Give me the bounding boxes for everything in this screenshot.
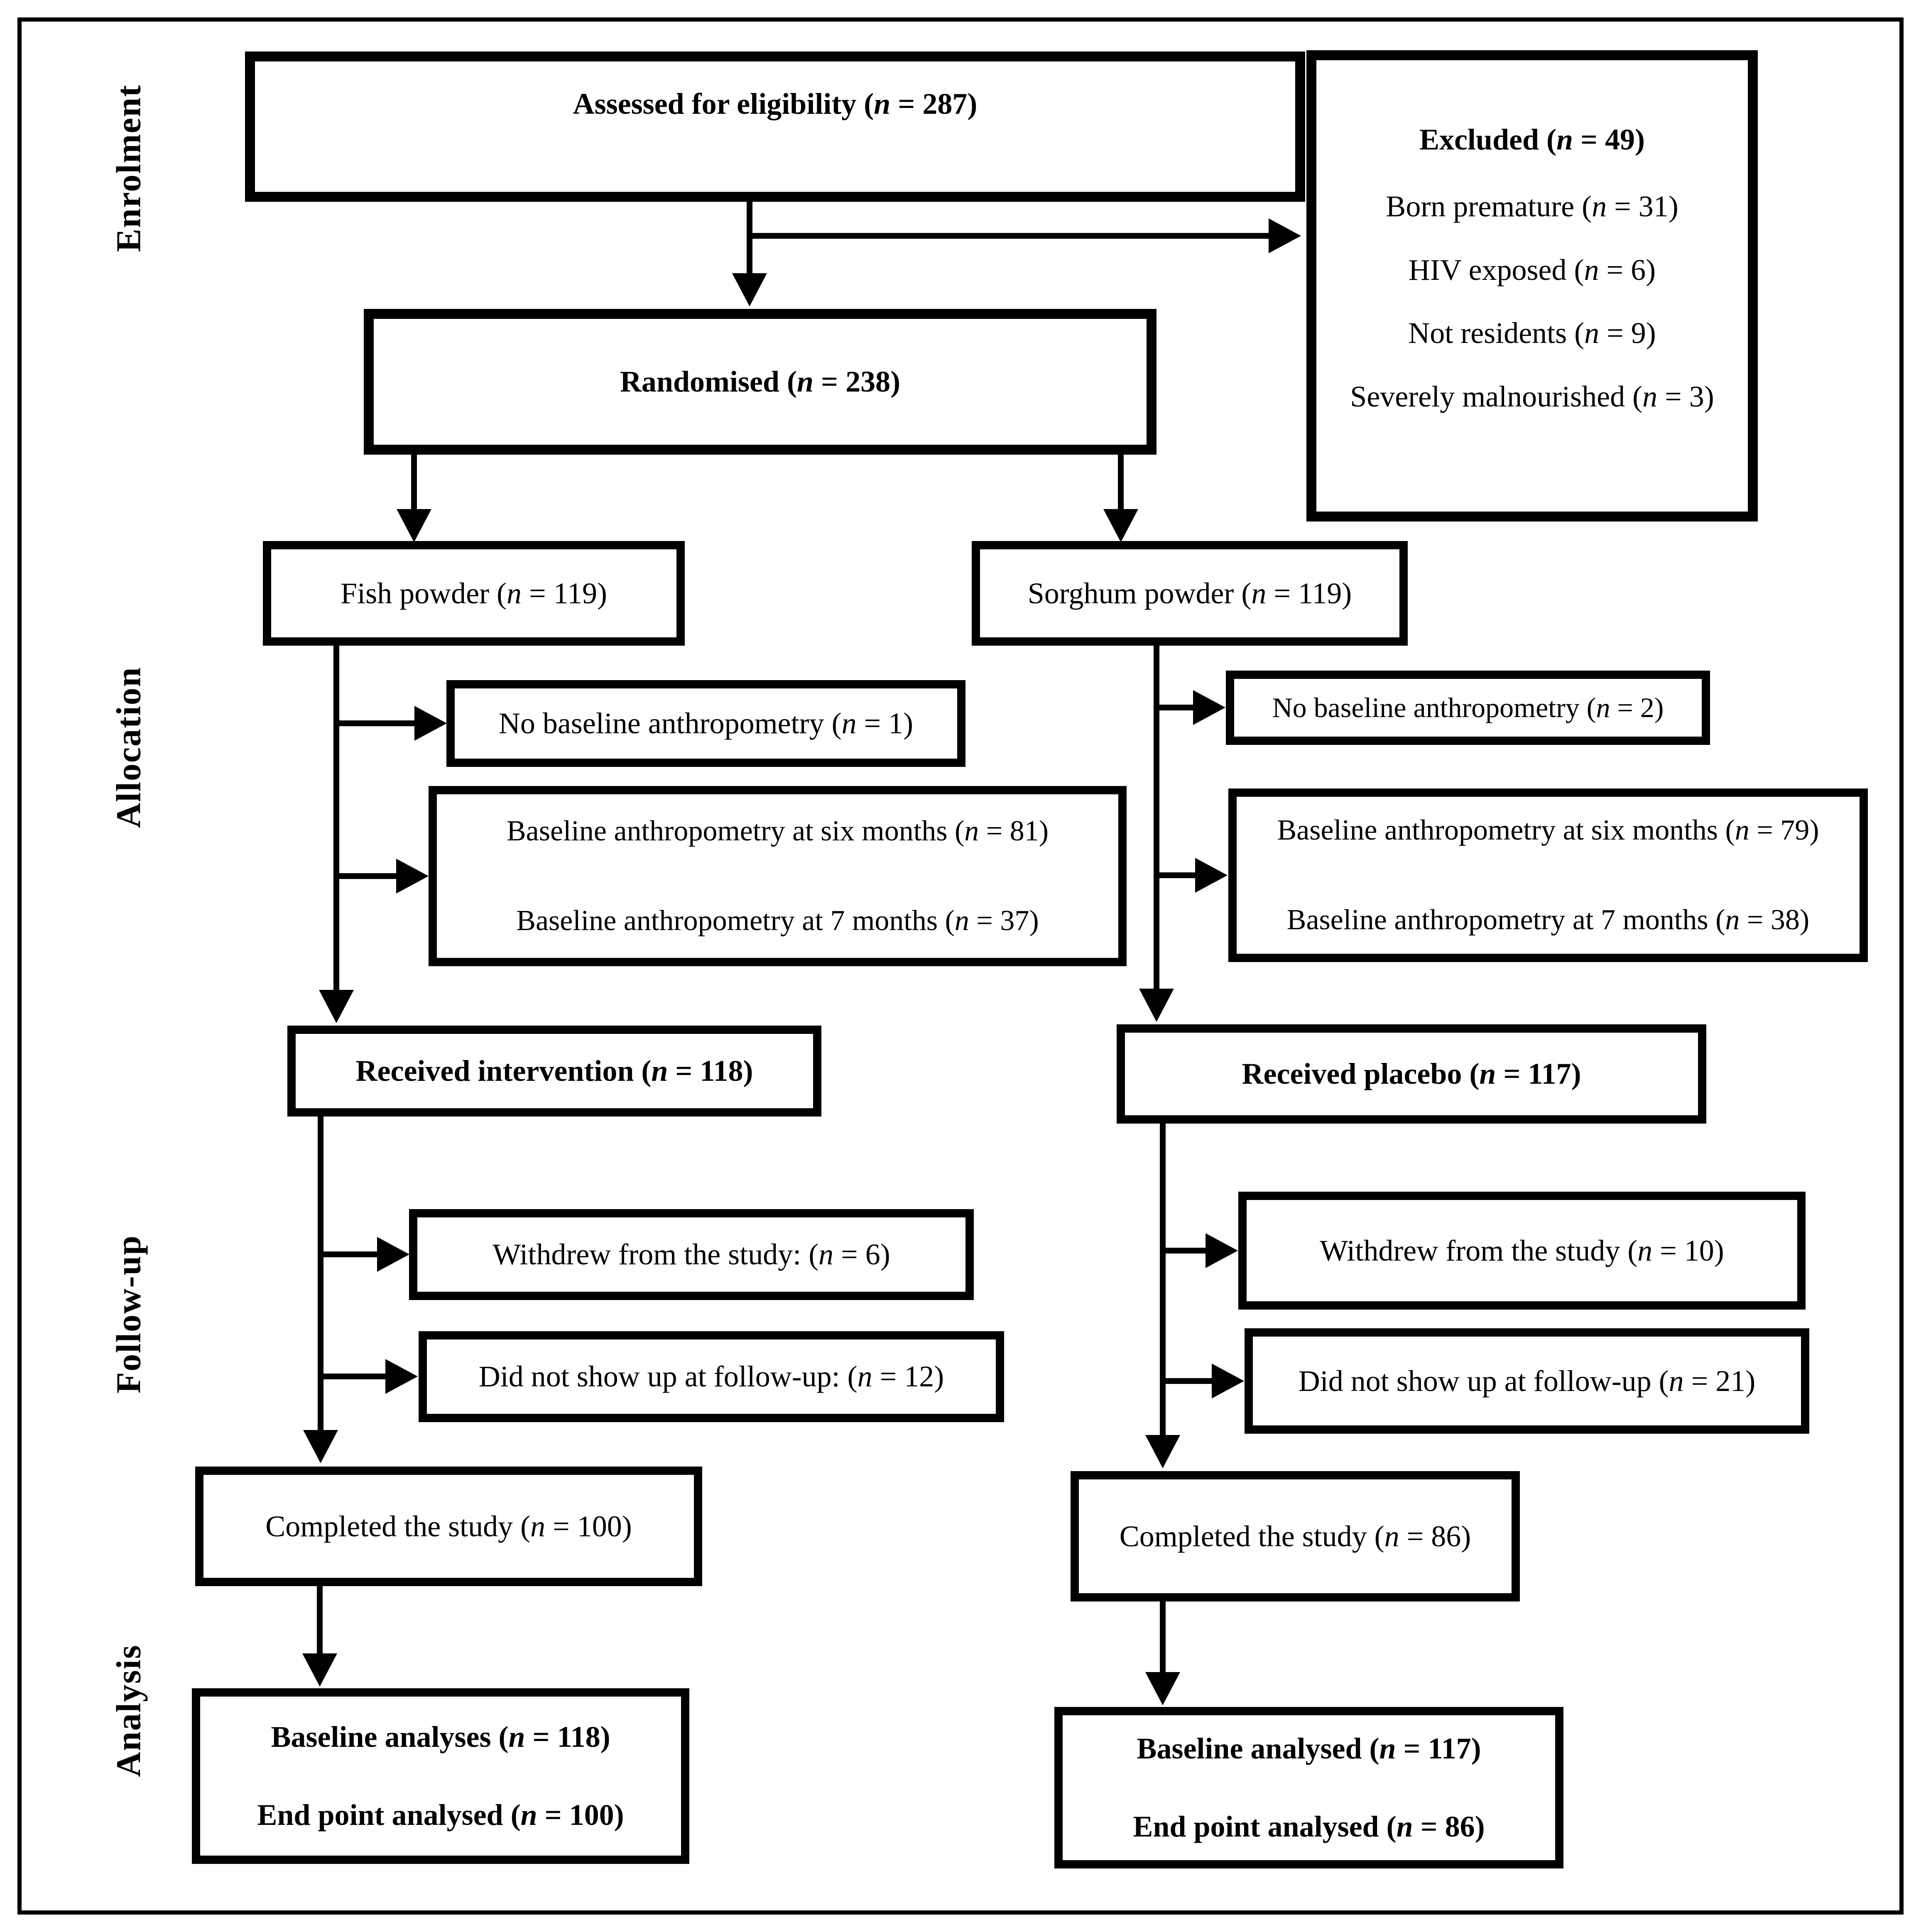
arrowhead-down-icon <box>1145 1435 1180 1468</box>
node-withdrew-sorghum-label: Withdrew from the study (n = 10) <box>1320 1234 1724 1267</box>
arrowhead-down-icon <box>1103 509 1138 542</box>
node-no-show-fish: Did not show up at follow-up: (n = 12) <box>419 1331 1004 1422</box>
node-excluded-title: Excluded (n = 49) <box>1419 123 1645 156</box>
node-no-show-sorghum-label: Did not show up at follow-up (n = 21) <box>1298 1364 1756 1398</box>
node-sorghum-powder-label: Sorghum powder (n = 119) <box>1027 576 1352 610</box>
node-completed-fish: Completed the study (n = 100) <box>195 1467 702 1586</box>
node-analysis-sorghum-line2: End point analysed (n = 86) <box>1133 1810 1485 1843</box>
connector-placebo-spine <box>1160 1124 1166 1437</box>
node-received-placebo: Received placebo (n = 117) <box>1117 1024 1706 1124</box>
node-completed-fish-label: Completed the study (n = 100) <box>265 1509 632 1543</box>
connector-to-no-show-fish <box>321 1374 387 1379</box>
node-randomised: Randomised (n = 238) <box>364 309 1157 455</box>
node-excluded-item: Severely malnourished (n = 3) <box>1350 380 1714 414</box>
arrowhead-down-icon <box>732 273 767 306</box>
node-fish-powder-label: Fish powder (n = 119) <box>341 576 607 610</box>
node-baseline-fish-line2: Baseline anthropometry at 7 months (n = … <box>516 904 1039 937</box>
node-excluded: Excluded (n = 49) Born premature (n = 31… <box>1306 50 1758 522</box>
arrowhead-down-icon <box>1139 989 1174 1022</box>
connector-assessed-to-randomised <box>747 202 752 276</box>
arrowhead-down-icon <box>302 1653 337 1687</box>
node-completed-sorghum-label: Completed the study (n = 86) <box>1119 1519 1471 1553</box>
node-received-placebo-label: Received placebo (n = 117) <box>1242 1057 1581 1091</box>
arrowhead-right-icon <box>396 859 429 894</box>
arrowhead-down-icon <box>397 509 431 542</box>
arrowhead-right-icon <box>1212 1364 1244 1398</box>
node-fish-powder: Fish powder (n = 119) <box>263 541 685 646</box>
node-excluded-item: Born premature (n = 31) <box>1386 189 1678 223</box>
node-analysis-fish: Baseline analyses (n = 118) End point an… <box>192 1688 689 1864</box>
node-withdrew-fish: Withdrew from the study: (n = 6) <box>409 1209 974 1300</box>
arrowhead-down-icon <box>303 1430 338 1463</box>
node-withdrew-sorghum: Withdrew from the study (n = 10) <box>1238 1192 1806 1310</box>
arrowhead-right-icon <box>385 1359 418 1394</box>
node-no-baseline-sorghum-label: No baseline anthropometry (n = 2) <box>1272 692 1664 724</box>
connector-to-no-show-sorghum <box>1163 1378 1213 1384</box>
stage-label-allocation: Allocation <box>109 666 148 828</box>
node-no-baseline-fish: No baseline anthropometry (n = 1) <box>446 680 965 767</box>
node-randomised-label: Randomised (n = 238) <box>620 365 901 399</box>
node-excluded-item: HIV exposed (n = 6) <box>1408 253 1656 286</box>
connector-intervention-spine <box>318 1117 323 1431</box>
connector-to-no-baseline-sorghum <box>1157 705 1195 710</box>
node-analysis-fish-line1: Baseline analyses (n = 118) <box>271 1720 610 1754</box>
stage-label-analysis: Analysis <box>109 1644 148 1777</box>
node-received-intervention-label: Received intervention (n = 118) <box>355 1054 753 1088</box>
node-no-show-sorghum: Did not show up at follow-up (n = 21) <box>1245 1328 1809 1434</box>
connector-to-withdrew-sorghum <box>1163 1248 1207 1254</box>
node-analysis-sorghum: Baseline analysed (n = 117) End point an… <box>1054 1707 1563 1868</box>
node-baseline-sorghum: Baseline anthropometry at six months (n … <box>1228 788 1868 962</box>
arrowhead-down-icon <box>1145 1672 1180 1705</box>
node-excluded-item: Not residents (n = 9) <box>1408 316 1656 350</box>
connector-fish-spine <box>333 646 339 991</box>
node-baseline-sorghum-line1: Baseline anthropometry at six months (n … <box>1277 814 1819 846</box>
node-baseline-fish-line1: Baseline anthropometry at six months (n … <box>506 815 1049 847</box>
arrowhead-right-icon <box>1206 1233 1238 1268</box>
node-received-intervention: Received intervention (n = 118) <box>287 1026 821 1117</box>
node-no-baseline-sorghum: No baseline anthropometry (n = 2) <box>1226 671 1710 745</box>
stage-label-followup: Follow-up <box>109 1234 148 1394</box>
arrowhead-down-icon <box>319 990 354 1023</box>
stage-label-enrolment: Enrolment <box>109 84 148 252</box>
node-analysis-sorghum-line1: Baseline analysed (n = 117) <box>1137 1732 1481 1765</box>
node-withdrew-fish-label: Withdrew from the study: (n = 6) <box>493 1238 890 1271</box>
outer-frame <box>17 17 1904 1915</box>
node-baseline-fish: Baseline anthropometry at six months (n … <box>429 786 1127 966</box>
connector-to-no-baseline-fish <box>336 720 416 726</box>
connector-assessed-to-excluded <box>750 233 1269 239</box>
node-completed-sorghum: Completed the study (n = 86) <box>1071 1471 1520 1601</box>
connector-to-baseline-sorghum <box>1157 872 1197 878</box>
connector-sorghum-spine <box>1154 646 1159 990</box>
connector-to-withdrew-fish <box>321 1251 379 1257</box>
node-analysis-fish-line2: End point analysed (n = 100) <box>257 1798 624 1832</box>
arrowhead-right-icon <box>1195 858 1228 893</box>
node-baseline-sorghum-line2: Baseline anthropometry at 7 months (n = … <box>1286 904 1810 936</box>
connector-randomised-to-sorghum <box>1118 455 1124 512</box>
connector-completed-to-analysis-fish <box>317 1586 323 1656</box>
node-no-show-fish-label: Did not show up at follow-up: (n = 12) <box>478 1360 944 1393</box>
node-assessed-for-eligibility: Assessed for eligibility (n = 287) <box>245 51 1305 202</box>
node-assessed-label: Assessed for eligibility (n = 287) <box>573 87 978 120</box>
arrowhead-right-icon <box>377 1237 409 1272</box>
node-no-baseline-fish-label: No baseline anthropometry (n = 1) <box>498 707 914 740</box>
arrowhead-right-icon <box>1193 690 1225 725</box>
connector-randomised-to-fish <box>411 455 417 512</box>
arrowhead-right-icon <box>1269 218 1301 253</box>
arrowhead-right-icon <box>414 706 447 741</box>
connector-to-baseline-fish <box>336 873 398 879</box>
connector-completed-to-analysis-sorghum <box>1160 1601 1166 1675</box>
node-sorghum-powder: Sorghum powder (n = 119) <box>972 541 1408 646</box>
